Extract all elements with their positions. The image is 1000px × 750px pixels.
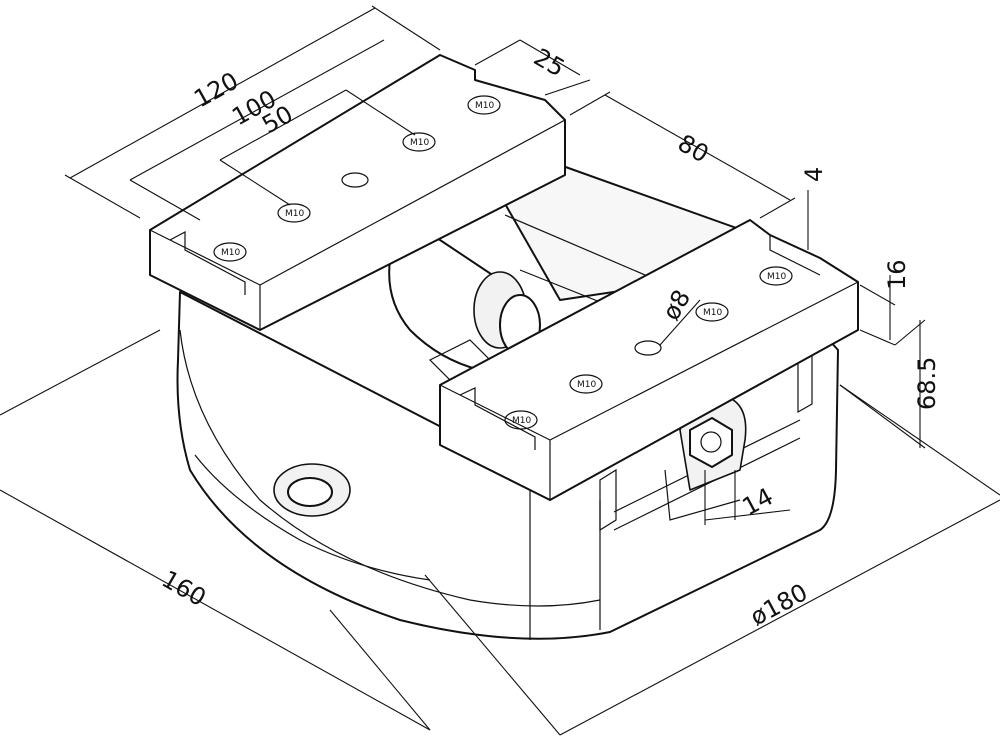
dim-16: 16 xyxy=(883,259,911,290)
hole-back-1: M10 xyxy=(213,242,247,262)
dim-80: 80 xyxy=(673,129,713,169)
dim-4: 4 xyxy=(800,167,828,182)
dimension-lines xyxy=(0,5,1000,736)
svg-text:M10: M10 xyxy=(475,101,494,111)
svg-text:M10: M10 xyxy=(703,308,722,318)
svg-text:M10: M10 xyxy=(221,248,240,258)
dim-phi180: ø180 xyxy=(746,578,813,631)
hole-front-2: M10 xyxy=(569,374,603,394)
hole-front-center xyxy=(634,340,662,356)
svg-text:M10: M10 xyxy=(285,209,304,219)
vise-jaw-back xyxy=(149,54,566,331)
hole-back-2: M10 xyxy=(277,203,311,223)
hole-back-center xyxy=(341,172,369,188)
mounting-holes: M10 M10 M10 M10 M10 M10 M10 M10 xyxy=(213,95,793,430)
svg-text:M10: M10 xyxy=(410,138,429,148)
dim-160: 160 xyxy=(157,565,211,612)
svg-text:M10: M10 xyxy=(512,416,531,426)
hole-back-4: M10 xyxy=(467,95,501,115)
hole-front-3: M10 xyxy=(695,302,729,322)
vise-jaw-front xyxy=(439,219,859,501)
hole-front-4: M10 xyxy=(759,266,793,286)
svg-text:M10: M10 xyxy=(767,272,786,282)
hole-front-1: M10 xyxy=(504,410,538,430)
dim-68-5: 68.5 xyxy=(913,357,941,410)
hole-back-3: M10 xyxy=(402,132,436,152)
svg-text:M10: M10 xyxy=(577,380,596,390)
